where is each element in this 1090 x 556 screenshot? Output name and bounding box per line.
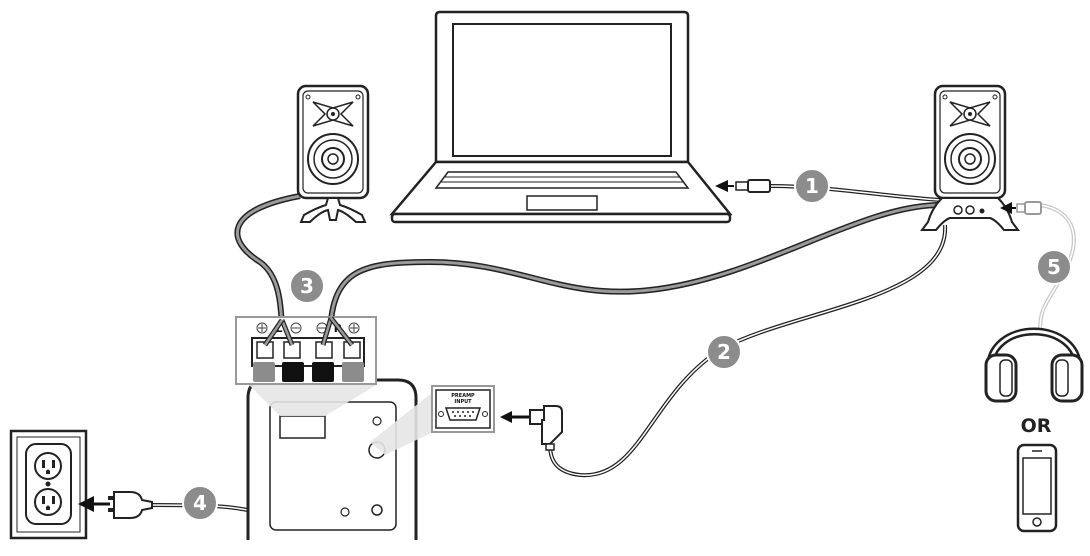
step-badge-3: 3 [289,268,325,304]
step-badge-4: 4 [182,485,218,521]
step-number-4: 4 [193,491,207,515]
left-speaker-icon [296,84,370,223]
speaker-terminal-panel: L R [235,316,377,385]
step-number-3: 3 [300,274,314,298]
power-plug-icon [78,491,153,519]
smartphone-icon [1016,443,1058,533]
wall-outlet-icon [9,429,88,540]
audio-plug-icon [715,179,771,193]
headphones-icon [984,327,1084,403]
step-badge-1: 1 [794,168,830,204]
preamp-plug-icon [500,405,563,451]
preamp-label-line1: PREAMP [451,393,475,399]
headphone-plug-icon [1000,201,1042,215]
step-number-1: 1 [805,174,819,198]
step-number-5: 5 [1047,255,1061,279]
step-number-2: 2 [717,340,731,364]
or-label: OR [1021,415,1052,437]
preamp-input-panel: PREAMP INPUT [431,385,495,433]
preamp-label-line2: INPUT [454,399,472,405]
right-speaker-icon [920,84,1020,231]
preamp-zoom-cone [370,392,433,455]
step-badge-2: 2 [706,334,742,370]
subwoofer-icon [246,378,418,540]
terminal-zoom-cone [248,384,378,416]
laptop-icon [389,10,733,224]
preamp-cable [548,224,948,478]
step-badge-5: 5 [1036,249,1072,285]
